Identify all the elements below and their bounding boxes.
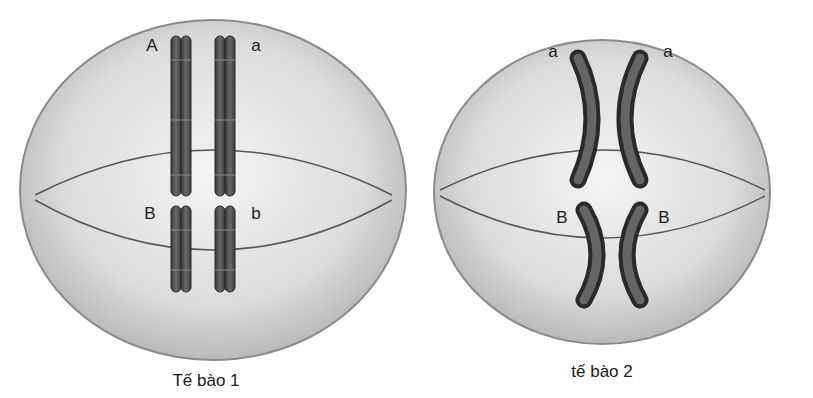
allele-label: B (556, 209, 567, 228)
x-shaped-chromosome (578, 58, 640, 300)
allele-label: a (548, 43, 557, 62)
allele-label: B (658, 209, 669, 228)
allele-label: b (251, 205, 260, 224)
chromosome-band (171, 60, 235, 270)
cell-caption: tế bào 2 (571, 363, 632, 382)
allele-label: a (251, 37, 260, 56)
spindle-fiber (440, 196, 765, 238)
spindle-fiber (35, 200, 392, 250)
cell-membrane (434, 40, 770, 344)
allele-label: a (663, 43, 672, 62)
spindle-fiber (35, 150, 392, 195)
cell-membrane (20, 20, 406, 360)
cell-caption: Tế bào 1 (172, 372, 239, 391)
allele-label: A (146, 37, 157, 56)
spindle-fiber (440, 150, 765, 190)
allele-label: B (144, 205, 155, 224)
homologous-chromosome-pair (171, 36, 235, 292)
